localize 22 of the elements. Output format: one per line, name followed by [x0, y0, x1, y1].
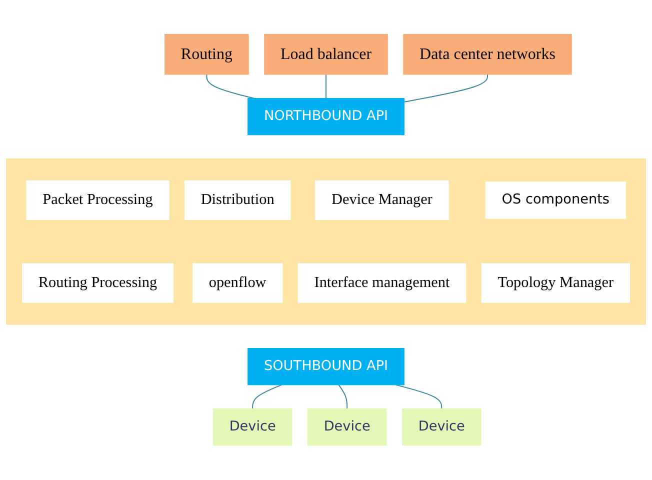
node-box [403, 34, 572, 75]
node-box [212, 408, 292, 446]
node-box [248, 348, 404, 386]
node-box [315, 180, 449, 220]
node-box [481, 263, 630, 303]
connector-line [252, 384, 282, 410]
node-box [26, 180, 170, 220]
connector-line [338, 384, 348, 410]
node-box [22, 263, 174, 303]
node-box [307, 408, 387, 446]
cluster [6, 158, 646, 325]
layered-architecture-diagram: Packet Processing Routing Processing Distribution openflow Device Manager Interface management OS components Topology Manager Routing Load balancer Data center networks NORTHBOUND API SOUTHBOUND API Device Device Device [0, 28, 652, 452]
node-box [184, 180, 291, 220]
node-box [298, 263, 466, 303]
connector-line [206, 74, 255, 100]
node-box [248, 98, 404, 136]
node-box [192, 263, 283, 303]
connector-line [404, 74, 488, 103]
node-box [402, 408, 482, 446]
node-box [264, 34, 388, 75]
node-box [164, 34, 249, 75]
node-box [485, 182, 626, 219]
